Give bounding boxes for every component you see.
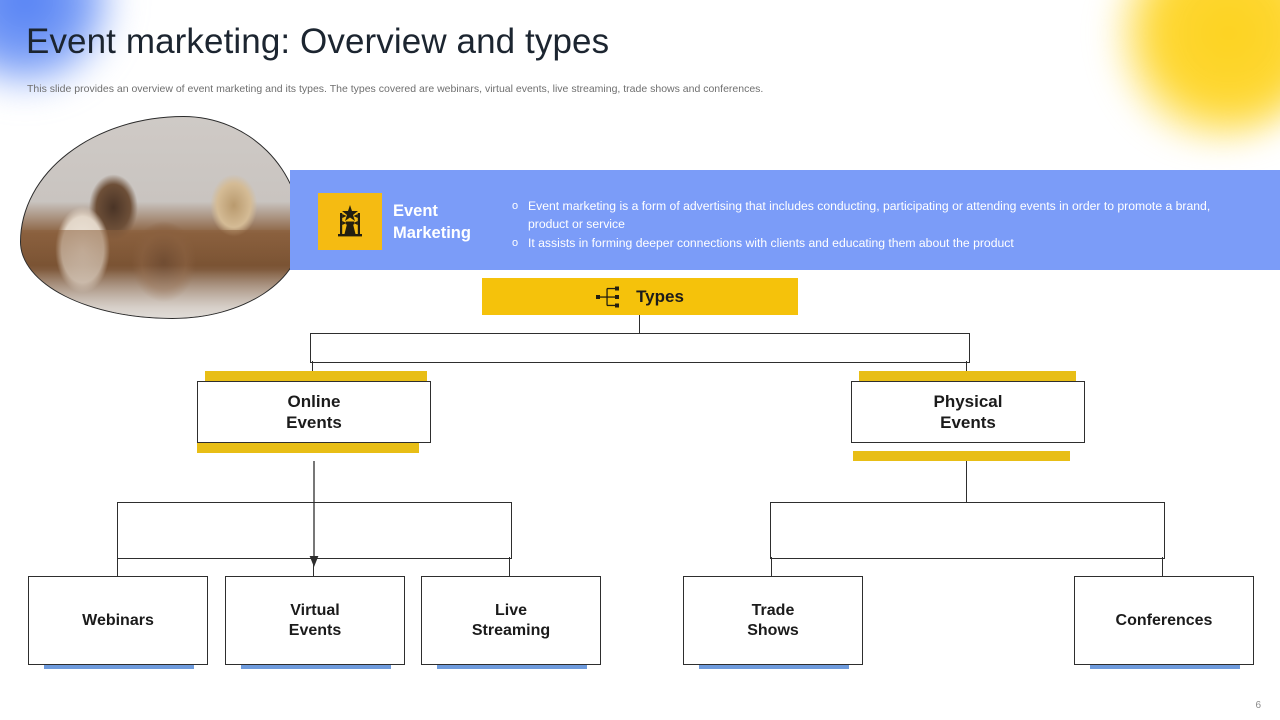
- connector-bracket-to-trade: [771, 557, 773, 577]
- connector-root-to-bracket: [639, 315, 641, 333]
- label-line2: Events: [288, 621, 342, 639]
- connector-bracket-to-virtual: [313, 557, 315, 577]
- node-physical-events[interactable]: Physical Events: [851, 381, 1085, 443]
- banner-bullet-list: o Event marketing is a form of advertisi…: [512, 198, 1232, 255]
- bullet-marker-icon: o: [512, 200, 519, 212]
- gold-bar-top-online: [205, 371, 427, 381]
- page-number: 6: [1255, 700, 1261, 711]
- node-webinars[interactable]: Webinars: [28, 576, 208, 665]
- node-webinars-label: Webinars: [82, 611, 154, 631]
- badge-label-line2: Marketing: [393, 224, 471, 242]
- label-line2: Events: [286, 413, 342, 432]
- node-online-events[interactable]: Online Events: [197, 381, 431, 443]
- bracket-level1: [310, 333, 970, 363]
- bullet-text: It assists in forming deeper connections…: [528, 236, 1014, 250]
- types-root-node[interactable]: Types: [482, 278, 798, 315]
- node-virtual-events[interactable]: Virtual Events: [225, 576, 405, 665]
- node-trade-shows[interactable]: Trade Shows: [683, 576, 863, 665]
- label-line1: Virtual: [290, 601, 340, 619]
- node-live-streaming-label: Live Streaming: [472, 601, 550, 641]
- bullet-marker-icon: o: [512, 237, 519, 249]
- overview-banner: [290, 170, 1280, 270]
- types-root-label: Types: [636, 286, 684, 306]
- label-line1: Webinars: [82, 611, 154, 629]
- decorative-yellow-blob: [1102, 0, 1280, 145]
- event-stage-icon: [318, 193, 382, 250]
- connector-bracket-to-live: [509, 557, 511, 577]
- node-conferences-label: Conferences: [1116, 611, 1213, 631]
- connector-physical-to-bracket: [966, 461, 968, 502]
- badge-label-line1: Event: [393, 202, 438, 220]
- node-virtual-events-label: Virtual Events: [289, 601, 341, 641]
- label-line2: Shows: [747, 621, 799, 639]
- bracket-physical-children: [770, 502, 1165, 559]
- connector-arrow-online: [309, 461, 319, 567]
- bullet-text: Event marketing is a form of advertising…: [528, 199, 1211, 231]
- label-line2: Streaming: [471, 621, 551, 639]
- label-line2: Events: [940, 413, 996, 432]
- node-live-streaming[interactable]: Live Streaming: [421, 576, 601, 665]
- meeting-photo: [20, 116, 302, 319]
- hierarchy-icon: [596, 286, 620, 308]
- gold-bar-top-physical: [859, 371, 1076, 381]
- label-line1: Physical: [933, 392, 1003, 411]
- gold-bar-bottom-online: [197, 443, 419, 453]
- label-line1: Conferences: [1115, 611, 1213, 629]
- banner-badge-label: Event Marketing: [393, 200, 503, 244]
- label-line1: Trade: [751, 601, 795, 619]
- gold-bar-bottom-physical: [853, 451, 1070, 461]
- page-subtitle: This slide provides an overview of event…: [27, 83, 764, 95]
- page-title: Event marketing: Overview and types: [26, 22, 610, 61]
- bullet-item: o It assists in forming deeper connectio…: [512, 235, 1232, 253]
- photo-blob-shape: [20, 116, 302, 319]
- label-line1: Online: [287, 392, 341, 411]
- node-conferences[interactable]: Conferences: [1074, 576, 1254, 665]
- bullet-item: o Event marketing is a form of advertisi…: [512, 198, 1232, 233]
- node-online-events-label: Online Events: [286, 391, 342, 433]
- connector-bracket-to-conferences: [1162, 557, 1164, 577]
- label-line1: Live: [494, 601, 527, 619]
- connector-bracket-to-webinars: [117, 557, 119, 577]
- node-physical-events-label: Physical Events: [934, 391, 1003, 433]
- node-trade-shows-label: Trade Shows: [747, 601, 799, 641]
